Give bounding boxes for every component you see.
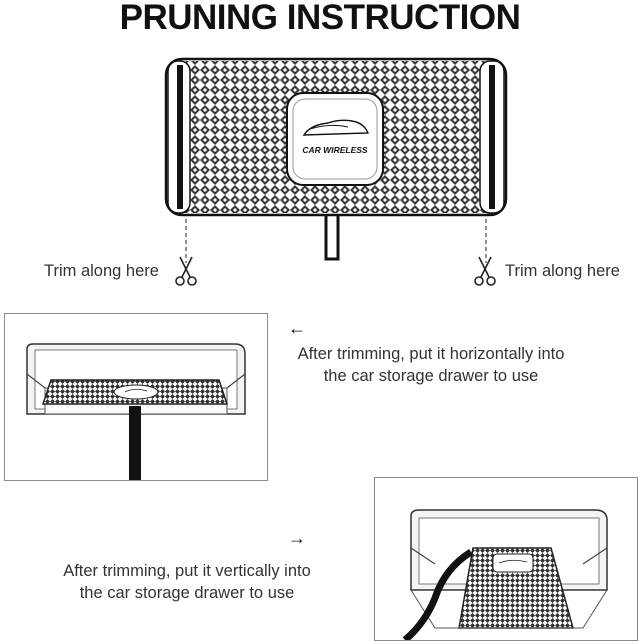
pad-cable [324,211,340,261]
car-icon [302,119,370,136]
pad-label: CAR WIRELESS [302,145,368,155]
vertical-instruction-line1: After trimming, put it vertically into [63,562,311,580]
scissors-icon [474,256,496,286]
horizontal-instruction-line2: the car storage drawer to use [323,367,539,385]
trim-label-left: Trim along here [44,262,159,280]
horizontal-instruction: After trimming, put it horizontally into… [276,343,586,387]
pad-emblem [286,92,384,186]
wireless-pad-illustration: CAR WIRELESS [164,57,508,263]
vertical-instruction: After trimming, put it vertically into t… [32,560,342,604]
scissors-icon [175,256,197,286]
vertical-instruction-line2: the car storage drawer to use [79,584,295,602]
horizontal-drawer-panel [4,313,268,481]
arrow-right-icon: → [288,528,306,548]
arrow-left-icon: ← [288,318,306,338]
trim-label-right: Trim along here [505,262,620,280]
horizontal-instruction-line1: After trimming, put it horizontally into [297,345,565,363]
page-title: PRUNING INSTRUCTION [119,0,521,37]
vertical-drawer-panel [374,477,638,641]
